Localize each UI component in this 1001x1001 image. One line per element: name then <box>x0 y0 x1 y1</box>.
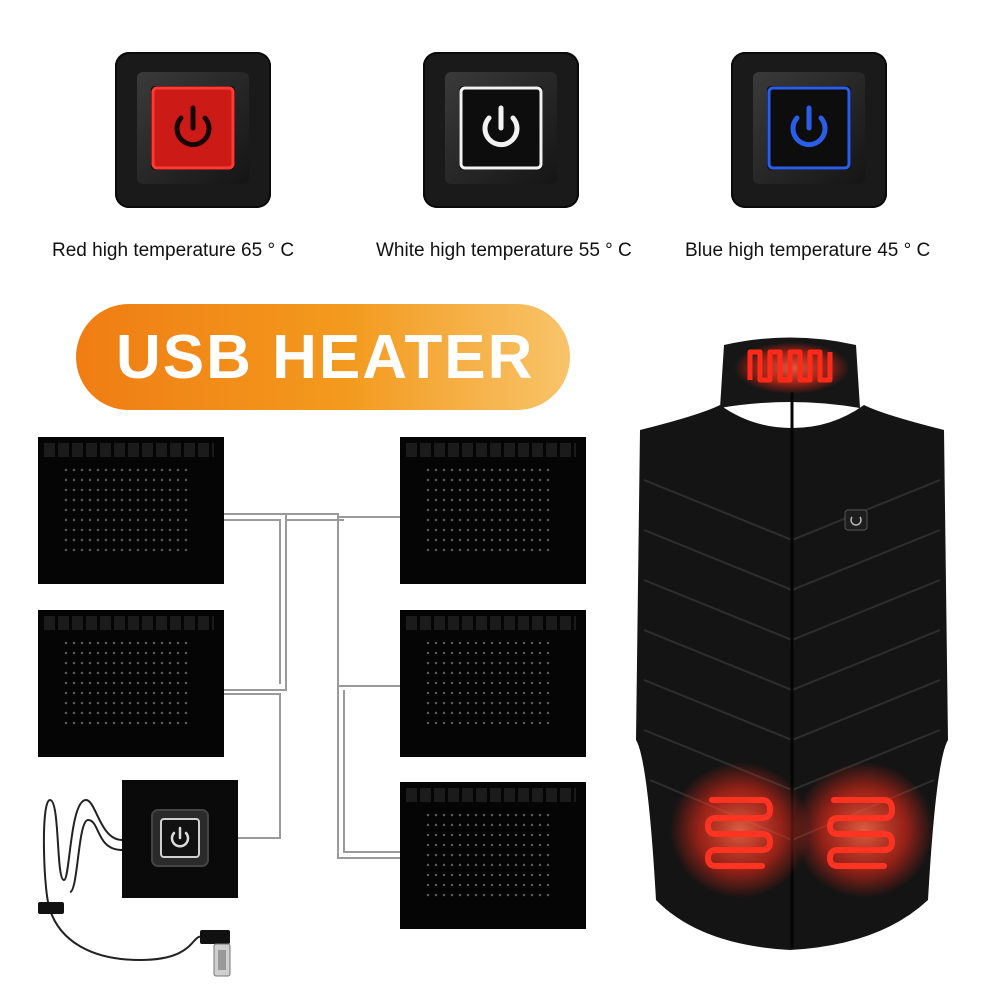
power-icon-blue <box>767 86 851 170</box>
heating-pad <box>38 437 224 584</box>
switch-blue <box>731 52 887 208</box>
usb-heater-banner: USB HEATER <box>76 304 570 410</box>
controller-board <box>122 780 238 898</box>
caption-red: Red high temperature 65 ° C <box>52 240 295 261</box>
switch-white <box>423 52 579 208</box>
caption-white: White high temperature 55 ° C <box>376 240 632 261</box>
switch-red <box>115 52 271 208</box>
heating-pad <box>38 610 224 757</box>
heating-pad <box>400 782 586 929</box>
heating-pad <box>400 437 586 584</box>
power-icon-red <box>151 86 235 170</box>
caption-blue: Blue high temperature 45 ° C <box>685 240 931 261</box>
power-button-icon <box>151 809 209 867</box>
vest-power-icon <box>844 509 868 531</box>
heating-pad <box>400 610 586 757</box>
power-icon-white <box>459 86 543 170</box>
